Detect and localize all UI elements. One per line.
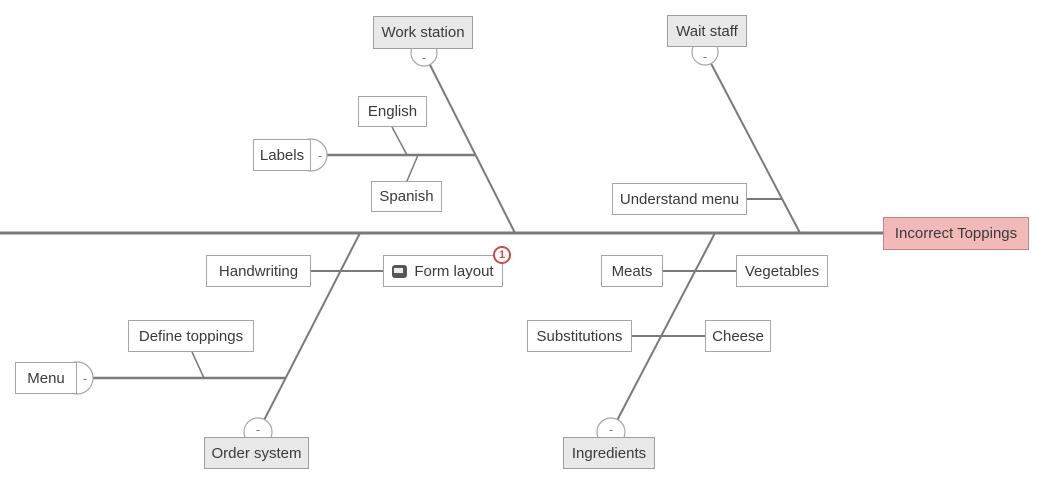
node-spanish[interactable]: Spanish bbox=[371, 181, 442, 212]
minus-icon: - bbox=[609, 422, 613, 437]
node-wait-staff[interactable]: Wait staff bbox=[667, 15, 747, 47]
node-meats[interactable]: Meats bbox=[601, 255, 663, 287]
node-handwriting[interactable]: Handwriting bbox=[206, 255, 311, 287]
node-label: Handwriting bbox=[218, 262, 299, 280]
node-label: Cheese bbox=[712, 327, 764, 345]
node-label: Ingredients bbox=[571, 444, 647, 462]
node-label: Vegetables bbox=[744, 262, 820, 280]
note-icon bbox=[392, 264, 408, 278]
node-ingredients[interactable]: Ingredients bbox=[563, 437, 655, 469]
connector-spanish bbox=[406, 154, 419, 182]
node-work-station[interactable]: Work station bbox=[373, 16, 473, 49]
node-label: Form layout bbox=[414, 262, 494, 280]
node-labels[interactable]: Labels bbox=[253, 139, 311, 171]
minus-icon: - bbox=[83, 371, 87, 386]
note-icon-inner bbox=[394, 267, 404, 273]
node-effect-incorrect-toppings[interactable]: Incorrect Toppings bbox=[883, 217, 1029, 250]
node-english[interactable]: English bbox=[358, 96, 427, 127]
bone-ingredients bbox=[610, 232, 716, 433]
node-label: Order system bbox=[211, 444, 302, 462]
minus-icon: - bbox=[256, 422, 260, 437]
node-label: Substitutions bbox=[536, 327, 623, 345]
node-label: Understand menu bbox=[619, 190, 740, 208]
node-understand-menu[interactable]: Understand menu bbox=[612, 183, 747, 215]
minus-icon: - bbox=[703, 49, 707, 64]
node-order-system[interactable]: Order system bbox=[204, 437, 309, 469]
note-count-badge[interactable]: 1 bbox=[493, 246, 511, 264]
node-label: Define toppings bbox=[138, 327, 244, 345]
connector-english bbox=[391, 126, 408, 156]
node-label: Work station bbox=[381, 24, 465, 41]
node-vegetables[interactable]: Vegetables bbox=[736, 255, 828, 287]
node-label: Menu bbox=[27, 369, 65, 387]
node-form-layout[interactable]: Form layout 1 bbox=[383, 246, 511, 287]
bone-work-station bbox=[423, 52, 516, 234]
node-label: English bbox=[367, 103, 418, 120]
node-menu[interactable]: Menu bbox=[15, 362, 77, 394]
minus-icon: - bbox=[422, 50, 426, 65]
node-substitutions[interactable]: Substitutions bbox=[527, 320, 632, 352]
bone-order-system bbox=[257, 232, 361, 433]
minus-icon: - bbox=[318, 148, 322, 163]
node-label: Wait staff bbox=[676, 22, 738, 40]
node-label: Incorrect Toppings bbox=[894, 225, 1018, 242]
node-label: Spanish bbox=[379, 188, 434, 205]
node-cheese[interactable]: Cheese bbox=[705, 320, 771, 352]
node-define-toppings[interactable]: Define toppings bbox=[128, 320, 254, 352]
bone-wait-staff bbox=[704, 51, 801, 234]
node-label: Labels bbox=[259, 146, 305, 164]
connector-define-toppings bbox=[191, 351, 205, 379]
node-label: Meats bbox=[611, 262, 653, 280]
